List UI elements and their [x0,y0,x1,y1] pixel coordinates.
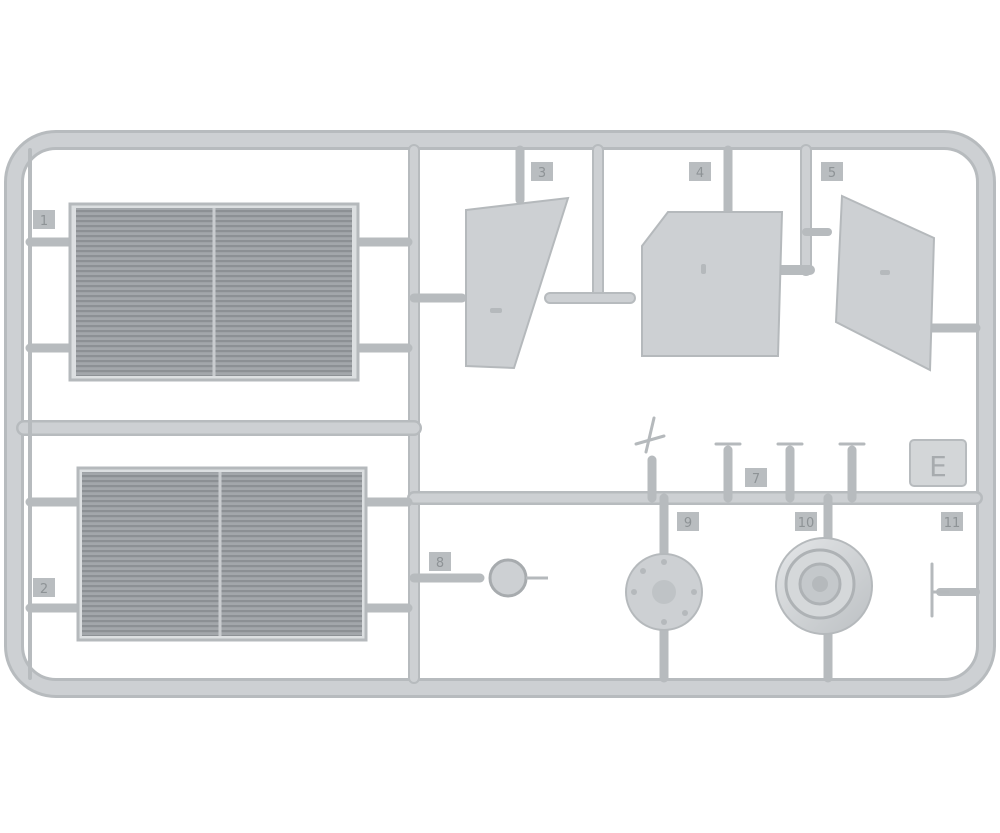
panel-part-3 [465,196,570,370]
part-number-tag-4: 4 [689,162,711,181]
part-number-tag-box [795,512,817,531]
part-number-tag-11: 11 [941,512,963,531]
part-number-tag-box [677,512,699,531]
part-number-tags: 1 2 3 4 5 7 8 9 10 11 [33,162,963,597]
part-number-tag-2: 2 [33,578,55,597]
part-number-tag-10: 10 [795,512,817,531]
part-number-label: 1 [40,214,48,229]
grille-part-1 [68,202,360,382]
part-number-tag-box [531,162,553,181]
part-number-tag-box [33,210,55,229]
part-number-label: 2 [40,582,48,597]
sprue-letter-plate: E [909,439,967,487]
wheel-part-10 [775,537,873,635]
part-number-label: 4 [696,166,704,181]
disc-part-9 [625,553,703,631]
part-number-label: 3 [538,166,546,181]
part-number-label: 10 [798,516,815,531]
part-number-tag-8: 8 [429,552,451,571]
part-number-label: 8 [436,556,444,571]
part-number-tag-box [689,162,711,181]
runners [16,144,983,684]
outer-frame [4,130,996,698]
part-number-label: 11 [944,516,961,531]
sprue-letter: E [929,450,947,483]
part-number-tag-box [821,162,843,181]
part-number-tag-7: 7 [745,468,767,487]
part-number-tag-1: 1 [33,210,55,229]
part-number-tag-box [429,552,451,571]
grille-part-2 [76,466,368,642]
part-number-label: 9 [684,516,692,531]
part-number-tag-5: 5 [821,162,843,181]
panel-part-4 [641,211,784,357]
part-number-label: 7 [752,472,760,487]
part-number-label: 5 [828,166,836,181]
lever-part-11 [930,562,950,618]
part-number-tag-box [745,468,767,487]
lever-parts-7 [634,416,866,454]
panel-part-5 [834,194,936,372]
part-number-tag-9: 9 [677,512,699,531]
part-number-tag-box [941,512,963,531]
part-number-tag-box [33,578,55,597]
part-number-tag-3: 3 [531,162,553,181]
cap-part-8 [488,558,548,598]
